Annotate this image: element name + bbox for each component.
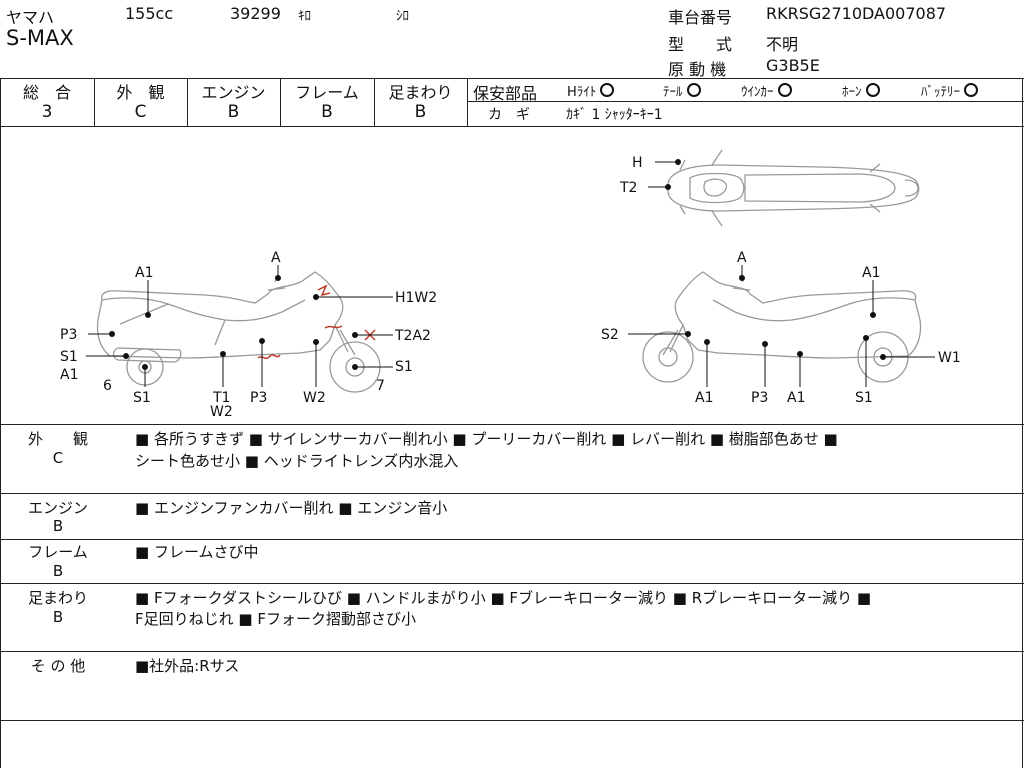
frame-no: RKRSG2710DA007087 xyxy=(766,4,947,23)
grade-exterior-label: 外 観 xyxy=(116,83,165,102)
color: ｼﾛ xyxy=(396,9,409,24)
circle-mark-icon xyxy=(865,83,880,97)
mileage-unit: ｷﾛ xyxy=(298,9,311,24)
detail-text: F足回りねじれ ■ Fフォーク摺動部さび小 xyxy=(135,610,416,628)
safety-item-battery: ﾊﾞｯﾃﾘｰ xyxy=(921,81,979,100)
damage-diagram: H T2 A A1 H1W2 P3 T2A2 S1 A1 S1 6 7 S1 T… xyxy=(60,149,961,420)
grade-exterior-value: C xyxy=(134,102,147,122)
type-value: 不明 xyxy=(766,35,799,54)
detail-label: 外 観 xyxy=(27,430,88,448)
label-left-s1-front: S1 xyxy=(395,359,413,375)
grade-frame-label: フレーム xyxy=(295,83,359,102)
grade-engine-label: エンジン xyxy=(201,83,266,102)
detail-label: 足まわり xyxy=(27,589,88,607)
label-right-w1: W1 xyxy=(938,350,961,366)
detail-grade: B xyxy=(52,517,64,535)
grade-overall-label: 総 合 xyxy=(22,83,71,102)
label-right-s1: S1 xyxy=(855,390,873,406)
engine-model-value: G3B5E xyxy=(766,56,820,75)
label-left-7: 7 xyxy=(376,378,385,394)
detail-text: ■ Fフォークダストシールひび ■ ハンドルまがり小 ■ Fブレーキローター減り… xyxy=(135,589,872,607)
circle-mark-icon xyxy=(600,83,615,97)
label-left-t1: T1 xyxy=(212,390,230,406)
detail-label: フレーム xyxy=(28,543,88,561)
detail-grade: C xyxy=(52,449,64,467)
detail-text: ■ 各所うすきず ■ サイレンサーカバー削れ小 ■ プーリーカバー削れ ■ レバ… xyxy=(135,430,838,448)
label-top-h: H xyxy=(632,155,643,171)
label-right-s2: S2 xyxy=(601,327,619,343)
safety-item-winker: ｳｲﾝｶｰ xyxy=(741,81,792,100)
grade-suspension-label: 足まわり xyxy=(388,83,453,102)
key-label: カ ギ xyxy=(488,107,530,123)
label-left-t2a2: T2A2 xyxy=(394,328,431,344)
circle-mark-icon xyxy=(964,83,979,97)
label-left-a1-top: A1 xyxy=(135,265,153,281)
label-left-a1-side: A1 xyxy=(60,367,78,383)
scooter-left-view xyxy=(96,271,381,393)
safety-label: 保安部品 xyxy=(473,84,538,103)
grade-suspension-value: B xyxy=(414,102,427,122)
grade-frame-value: B xyxy=(321,102,333,122)
label-right-a: A xyxy=(737,250,747,266)
label-right-p3: P3 xyxy=(751,390,768,406)
model-name: S-MAX xyxy=(6,26,74,50)
safety-item-taillight: ﾃｰﾙ xyxy=(663,81,701,100)
safety-item-label: ﾎｰﾝ xyxy=(842,85,862,100)
label-left-p3-bottom: P3 xyxy=(250,390,267,406)
label-right-a1-top: A1 xyxy=(862,265,880,281)
safety-item-label: Hﾗｲﾄ xyxy=(567,85,597,100)
label-left-6: 6 xyxy=(103,378,112,394)
detail-text: ■ フレームさび中 xyxy=(135,543,259,561)
safety-item-label: ﾊﾞｯﾃﾘｰ xyxy=(921,85,960,100)
detail-grade: B xyxy=(52,608,64,626)
type-label: 型 式 xyxy=(668,35,733,54)
label-left-w2: W2 xyxy=(303,390,326,406)
detail-grade: B xyxy=(52,562,64,580)
label-left-s1-bottom: S1 xyxy=(133,390,151,406)
detail-text: シート色あせ小 ■ ヘッドライトレンズ内水混入 xyxy=(135,452,459,470)
grade-overall-value: 3 xyxy=(41,102,53,122)
scooter-top-view xyxy=(667,149,920,227)
safety-item-headlight: Hﾗｲﾄ xyxy=(567,81,615,100)
mileage: 39299 xyxy=(230,4,281,23)
circle-mark-icon xyxy=(686,83,701,97)
detail-text: ■ エンジンファンカバー削れ ■ エンジン音小 xyxy=(135,499,448,517)
detail-text: ■社外品:Rサス xyxy=(135,657,240,675)
leader-lines xyxy=(86,159,935,387)
label-left-s1-side: S1 xyxy=(60,349,78,365)
label-top-t2: T2 xyxy=(619,180,637,196)
label-right-a1-bottom2: A1 xyxy=(787,390,805,406)
frame-no-label: 車台番号 xyxy=(668,8,733,27)
safety-item-label: ﾃｰﾙ xyxy=(663,85,683,100)
label-left-w2-bottom: W2 xyxy=(210,404,233,420)
label-left-h1w2: H1W2 xyxy=(395,290,437,306)
key-value: ｶｷﾞ 1 ｼｬｯﾀｰｷｰ1 xyxy=(566,107,663,123)
scooter-right-view xyxy=(642,271,922,383)
circle-mark-icon xyxy=(777,83,792,97)
engine-model-label: 原 動 機 xyxy=(668,60,727,79)
label-left-a: A xyxy=(271,250,281,266)
safety-item-label: ｳｲﾝｶｰ xyxy=(741,85,774,100)
label-right-a1-bottom1: A1 xyxy=(695,390,713,406)
label-left-p3-side: P3 xyxy=(60,327,77,343)
safety-item-horn: ﾎｰﾝ xyxy=(842,81,880,100)
maker: ヤマハ xyxy=(6,8,55,27)
detail-label: エンジン xyxy=(27,499,88,517)
displacement: 155cc xyxy=(125,4,174,23)
detail-label: そ の 他 xyxy=(30,657,86,675)
grade-engine-value: B xyxy=(227,102,240,122)
